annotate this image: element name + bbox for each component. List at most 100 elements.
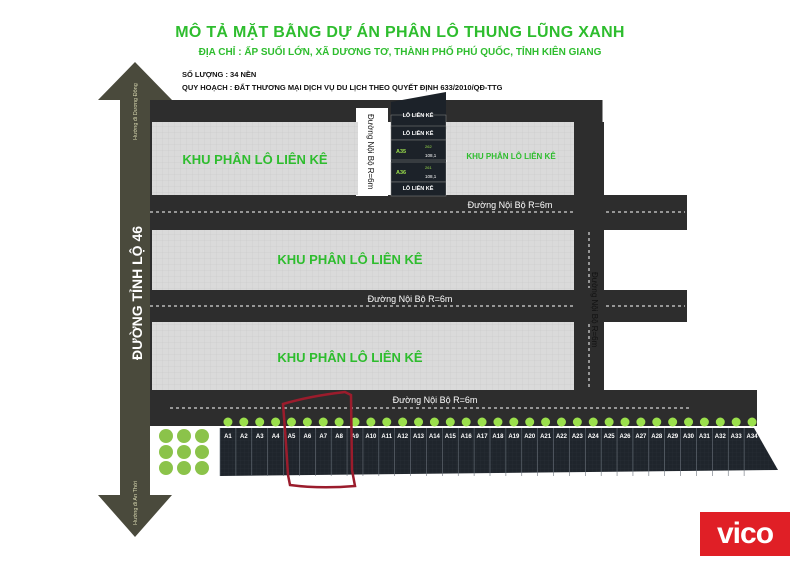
lo-lien-ke-mid: LÔ LIÊN KÊ	[403, 129, 434, 137]
lot-marker-dot	[636, 417, 646, 427]
road-label-vertical-right: Đường Nội Bộ R=6m	[590, 272, 599, 348]
lot-label: A20	[524, 434, 536, 440]
lot-marker-dot	[350, 417, 360, 427]
zone-label-lower: KHU PHÂN LÔ LIÊN KÊ	[277, 350, 423, 365]
lot-marker-dot	[604, 417, 614, 427]
lot-label: A15	[445, 434, 457, 440]
lot-marker-dot	[731, 417, 741, 427]
lot-marker-dot	[302, 417, 312, 427]
lo-lien-ke-bottom: LÔ LIÊN KÊ	[403, 184, 434, 192]
logo-text: vico	[716, 517, 774, 550]
plot-a35-id: A35	[396, 149, 406, 155]
lot-marker-dot	[398, 417, 408, 427]
block-middle	[152, 230, 574, 290]
lot-label: A25	[604, 434, 616, 440]
project-address: ĐỊA CHỈ : ẤP SUỐI LỚN, XÃ DƯƠNG TƠ, THÀN…	[198, 47, 602, 58]
lot-marker-dot	[255, 417, 265, 427]
lot-label: A10	[365, 434, 377, 440]
lots-band	[220, 428, 778, 476]
lot-label: A16	[461, 434, 473, 440]
planning-decision: QUY HOẠCH : ĐẤT THƯƠNG MẠI DỊCH VỤ DU LỊ…	[182, 83, 503, 92]
lot-label: A4	[272, 434, 280, 440]
lot-marker-dot	[668, 417, 678, 427]
plot-a35-area: 108,1	[425, 153, 437, 158]
provincial-road-label: ĐƯỜNG TỈNH LỘ 46	[128, 226, 145, 360]
lot-label: A19	[508, 434, 520, 440]
lot-marker-dot	[334, 417, 344, 427]
lot-marker-dot	[747, 417, 757, 427]
lot-label: A31	[699, 434, 711, 440]
lot-label: A12	[397, 434, 409, 440]
lo-lien-ke-top: LÔ LIÊN KÊ	[403, 111, 434, 119]
lot-label: A21	[540, 434, 552, 440]
lot-marker-dot	[382, 417, 392, 427]
road-label-1: Đường Nội Bộ R=6m	[468, 200, 553, 210]
provincial-road-arrow: ĐƯỜNG TỈNH LỘ 46 Hướng đi Dương Đông Hướ…	[98, 62, 172, 537]
block-top-right	[447, 122, 574, 195]
road-label-3: Đường Nội Bộ R=6m	[393, 395, 478, 405]
lot-marker-dot	[318, 417, 328, 427]
zone-label-middle: KHU PHÂN LÔ LIÊN KÊ	[277, 252, 423, 267]
lot-marker-dot	[429, 417, 439, 427]
zone-label-top-left: KHU PHÂN LÔ LIÊN KÊ	[182, 152, 328, 167]
direction-duong-dong: Hướng đi Dương Đông	[133, 83, 139, 140]
road-label-vertical-mid: Đường Nội Bộ R=6m	[366, 114, 375, 190]
direction-an-thoi: Hướng đi An Thới	[133, 481, 139, 525]
block-top-left	[152, 122, 358, 195]
lot-marker-dot	[414, 417, 424, 427]
lot-label: A24	[588, 434, 600, 440]
lot-quantity: SỐ LƯỢNG : 34 NỀN	[182, 70, 257, 79]
lot-marker-dot	[493, 417, 503, 427]
page-title: MÔ TẢ MẶT BẰNG DỰ ÁN PHÂN LÔ THUNG LŨNG …	[175, 24, 625, 41]
block-lower	[152, 322, 574, 390]
lot-marker-dot	[588, 417, 598, 427]
lot-label: A2	[240, 434, 248, 440]
lot-label: A32	[715, 434, 727, 440]
zone-label-top-right: KHU PHÂN LÔ LIÊN KÊ	[466, 152, 556, 161]
vico-logo: vico	[700, 512, 790, 556]
lot-label: A1	[224, 434, 232, 440]
plot-a36-area: 108,1	[425, 174, 437, 179]
lot-marker-dot	[572, 417, 582, 427]
lot-label: A7	[319, 434, 327, 440]
lot-label: A8	[335, 434, 343, 440]
lot-label: A34	[747, 434, 759, 440]
road-label-2: Đường Nội Bộ R=6m	[368, 294, 453, 304]
small-plot-column: LÔ LIÊN KÊ LÔ LIÊN KÊ A35 262 108,1 A36 …	[390, 92, 447, 197]
lot-marker-dot	[556, 417, 566, 427]
lot-label: A33	[731, 434, 743, 440]
lot-label: A23	[572, 434, 584, 440]
plot-a36-top: 261	[425, 165, 432, 170]
lot-label: A22	[556, 434, 568, 440]
lot-marker-dot	[223, 417, 233, 427]
highlight-marker	[281, 390, 357, 489]
lot-label: A27	[635, 434, 647, 440]
lot-marker-dot	[699, 417, 709, 427]
lot-marker-dot	[477, 417, 487, 427]
lot-marker-dot	[620, 417, 630, 427]
lot-label: A28	[651, 434, 663, 440]
lot-label: A18	[492, 434, 504, 440]
lot-marker-dot	[239, 417, 249, 427]
plot-a35-top: 262	[425, 144, 432, 149]
lot-label: A26	[619, 434, 631, 440]
lot-label: A5	[288, 434, 296, 440]
lot-label: A13	[413, 434, 425, 440]
plot-a36-id: A36	[396, 170, 406, 176]
lot-marker-dot	[684, 417, 694, 427]
lot-label: A3	[256, 434, 264, 440]
lot-marker-dot	[366, 417, 376, 427]
lot-label: A17	[477, 434, 489, 440]
lot-marker-dot	[461, 417, 471, 427]
lot-marker-dot	[652, 417, 662, 427]
lot-label: A11	[381, 434, 392, 440]
lot-label: A29	[667, 434, 679, 440]
lot-marker-dot	[525, 417, 535, 427]
lot-marker-dot	[541, 417, 551, 427]
lot-label: A30	[683, 434, 695, 440]
lot-marker-dot	[271, 417, 281, 427]
lot-marker-dot	[445, 417, 455, 427]
lot-label: A9	[351, 434, 359, 440]
